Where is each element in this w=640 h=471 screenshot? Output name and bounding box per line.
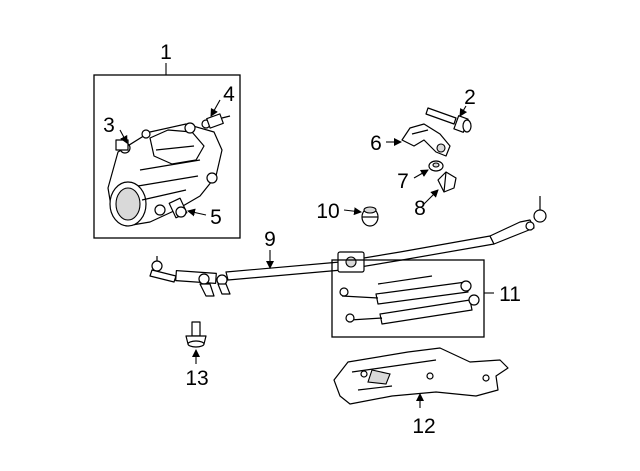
callout-10-leader — [343, 207, 362, 216]
tie-rod-assembly-part-9 — [149, 196, 547, 297]
callout-3-leader — [119, 129, 128, 144]
nut-part-7 — [428, 160, 444, 172]
steering-damper-group — [331, 259, 494, 338]
bushing-part-10 — [361, 206, 379, 227]
skid-plate-part-12 — [333, 347, 509, 405]
callout-8-leader — [423, 189, 439, 205]
callout-7: 7 — [397, 170, 409, 193]
steering-gear-frame — [93, 74, 241, 239]
callout-10: 10 — [316, 200, 339, 223]
callout-3: 3 — [103, 114, 115, 137]
callout-8: 8 — [414, 197, 426, 220]
callout-13: 13 — [185, 367, 208, 390]
bolt-part-13 — [185, 321, 207, 348]
callout-9: 9 — [264, 228, 276, 251]
callout-4: 4 — [223, 83, 235, 106]
cap-part-8 — [437, 171, 457, 193]
callout-11: 11 — [499, 283, 521, 306]
bracket-part-6 — [401, 123, 451, 157]
callout-2: 2 — [464, 86, 476, 109]
callout-6: 6 — [370, 132, 382, 155]
callout-12: 12 — [412, 415, 435, 438]
steering-damper-frame — [331, 259, 485, 338]
callout-1: 1 — [160, 41, 172, 64]
bolt-part-2 — [425, 107, 472, 133]
callout-4-leader — [210, 99, 221, 117]
callout-2-leader — [459, 105, 468, 117]
steering-gear — [107, 113, 231, 227]
callout-5: 5 — [210, 206, 222, 229]
callout-7-leader — [413, 169, 429, 179]
callout-5-leader — [187, 208, 207, 217]
steering-gear-group — [93, 63, 241, 239]
